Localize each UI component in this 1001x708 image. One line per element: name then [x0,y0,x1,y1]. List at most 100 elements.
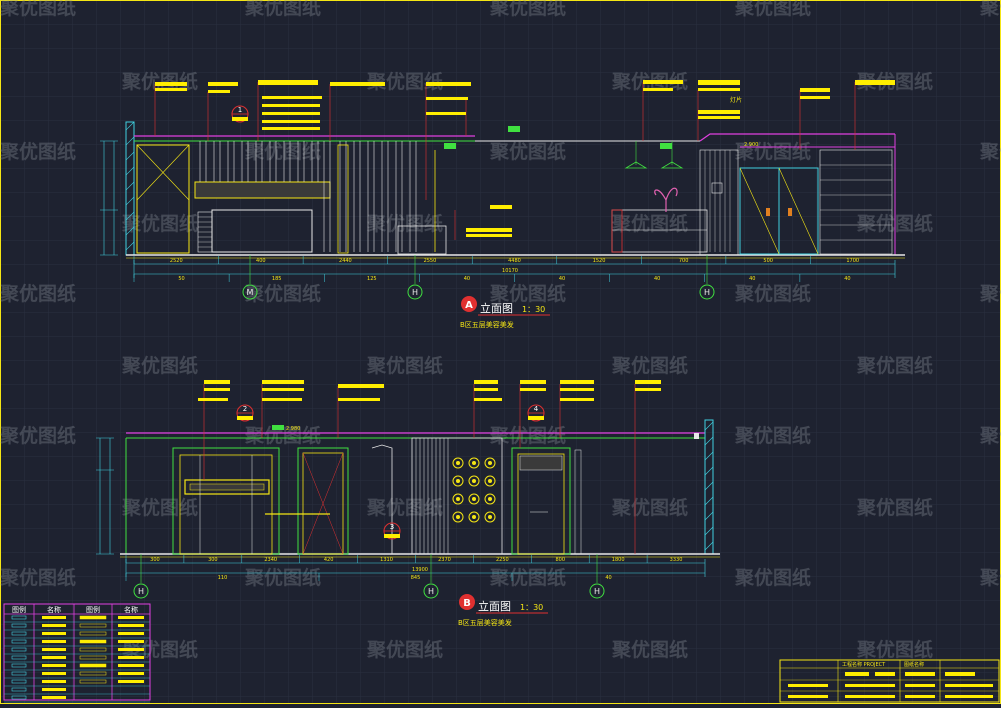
svg-text:M: M [247,288,254,297]
elev-b-level-tag [272,425,284,430]
legend-name-block [42,616,66,619]
dimension-label: 1310 [380,557,393,563]
elev-a-marker: A [465,300,473,311]
watermark-text: 聚优图纸 [979,566,1001,589]
display-circle-core [488,515,492,519]
legend-symbol [11,663,27,668]
watermark-text: 聚优图纸 [366,496,443,519]
elev-b-level-mark: 2.980 [286,426,300,432]
elev-a-axis-markers: M H H [242,255,715,300]
dimension-label: 2550 [424,258,437,264]
title-block-project-label: 工程名称 PROJECT [842,661,886,668]
watermark-text: 聚优图纸 [856,496,933,519]
watermark-text: 聚优图纸 [979,424,1001,447]
legend-symbol [11,655,27,660]
legend-symbol [11,695,27,700]
watermark-text: 聚优图纸 [366,638,443,661]
legend-name-block [42,672,66,675]
dimension-label: 2370 [438,557,451,563]
title-block-fields [788,672,993,698]
legend-symbol [79,639,107,644]
dimension-label: 40 [605,575,611,581]
display-circle [452,457,464,469]
watermark-text: 聚优图纸 [121,354,198,377]
elev-a-title: A 立面图 1：30 B区五层美容美发 [460,296,550,329]
elev-a-reception-band [194,181,331,199]
dimension-label: 125 [367,276,377,282]
elev-b-callout-4[interactable]: 4 [527,404,545,422]
elev-b-total-dim: 13900 [412,567,428,573]
watermark-text: 聚优图纸 [979,0,1001,19]
elev-b-callout-3[interactable]: 3 [383,522,401,540]
elev-a-note-text: 灯片 [730,96,742,104]
dimension-label: 2520 [170,258,183,264]
legend-name-block [118,680,144,683]
elev-b-vertical-dims [96,437,114,555]
legend-name-block [118,624,144,627]
legend-header-4: 名称 [124,605,138,614]
legend-name-block [42,696,66,699]
title-block[interactable]: 工程名称 PROJECT 图纸名称 [779,659,1000,703]
elev-b-axis-markers: H H H [133,554,605,599]
display-circle [468,511,480,523]
legend-name-block [118,632,144,635]
dimension-label: 1700 [846,258,859,264]
dimension-label: 2440 [339,258,352,264]
legend-name-block [42,640,66,643]
watermark-text: 聚优图纸 [121,212,198,235]
watermark-text: 聚优图纸 [611,212,688,235]
legend-name-block [42,656,66,659]
watermark-text: 聚优图纸 [244,424,321,447]
elev-a-title-text: 立面图 [480,301,513,315]
display-circle [452,493,464,505]
watermark-text: 聚优图纸 [611,496,688,519]
watermark-text: 聚优图纸 [489,424,566,447]
display-circle-core [456,497,460,501]
legend-name-block [118,648,144,651]
elev-a-callout-1[interactable]: 1 [231,105,249,123]
watermark-text: 聚优图纸 [121,638,198,661]
display-circle [452,475,464,487]
watermark-text: 聚优图纸 [244,566,321,589]
legend-symbol [79,647,107,652]
watermark-text: 聚优图纸 [734,140,811,163]
watermark-text: 聚优图纸 [489,282,566,305]
dimension-label: 40 [464,276,470,282]
display-circle [468,457,480,469]
display-circle [484,493,496,505]
legend-name-block [42,664,66,667]
legend-table[interactable]: 图例 名称 图例 名称 [3,603,151,703]
elev-b-callout-2[interactable]: 2 [236,404,254,422]
elev-a-level-mark: 2.900 [744,142,758,148]
legend-name-block [118,656,144,659]
watermark-text: 聚优图纸 [734,0,811,19]
dimension-label: 50 [178,276,184,282]
display-circle [484,475,496,487]
svg-text:1: 1 [238,106,242,114]
watermark-text: 聚优图纸 [366,70,443,93]
legend-name-block [42,680,66,683]
watermark-text: 聚优图纸 [734,282,811,305]
display-circle [468,493,480,505]
legend-header-1: 图例 [12,605,26,614]
dimension-label: 500 [763,258,773,264]
dimension-label: 4480 [508,258,521,264]
display-circle-core [472,461,476,465]
legend-name-block [42,688,66,691]
elevation-b[interactable]: 2.980 2 3 [96,380,720,627]
svg-text:H: H [138,587,144,596]
watermark-text: 聚优图纸 [366,212,443,235]
watermark-text: 聚优图纸 [979,282,1001,305]
dimension-label: 800 [555,557,565,563]
elev-a-level-tag [508,126,520,132]
watermark-text: 聚优图纸 [734,566,811,589]
legend-symbol [79,615,107,620]
legend-symbol [79,623,107,628]
elevation-a[interactable]: 2.900 灯片 [100,80,905,329]
elev-a-vertical-dims [100,140,118,256]
dimension-label: 300 [150,557,160,563]
legend-name-block [118,640,144,643]
